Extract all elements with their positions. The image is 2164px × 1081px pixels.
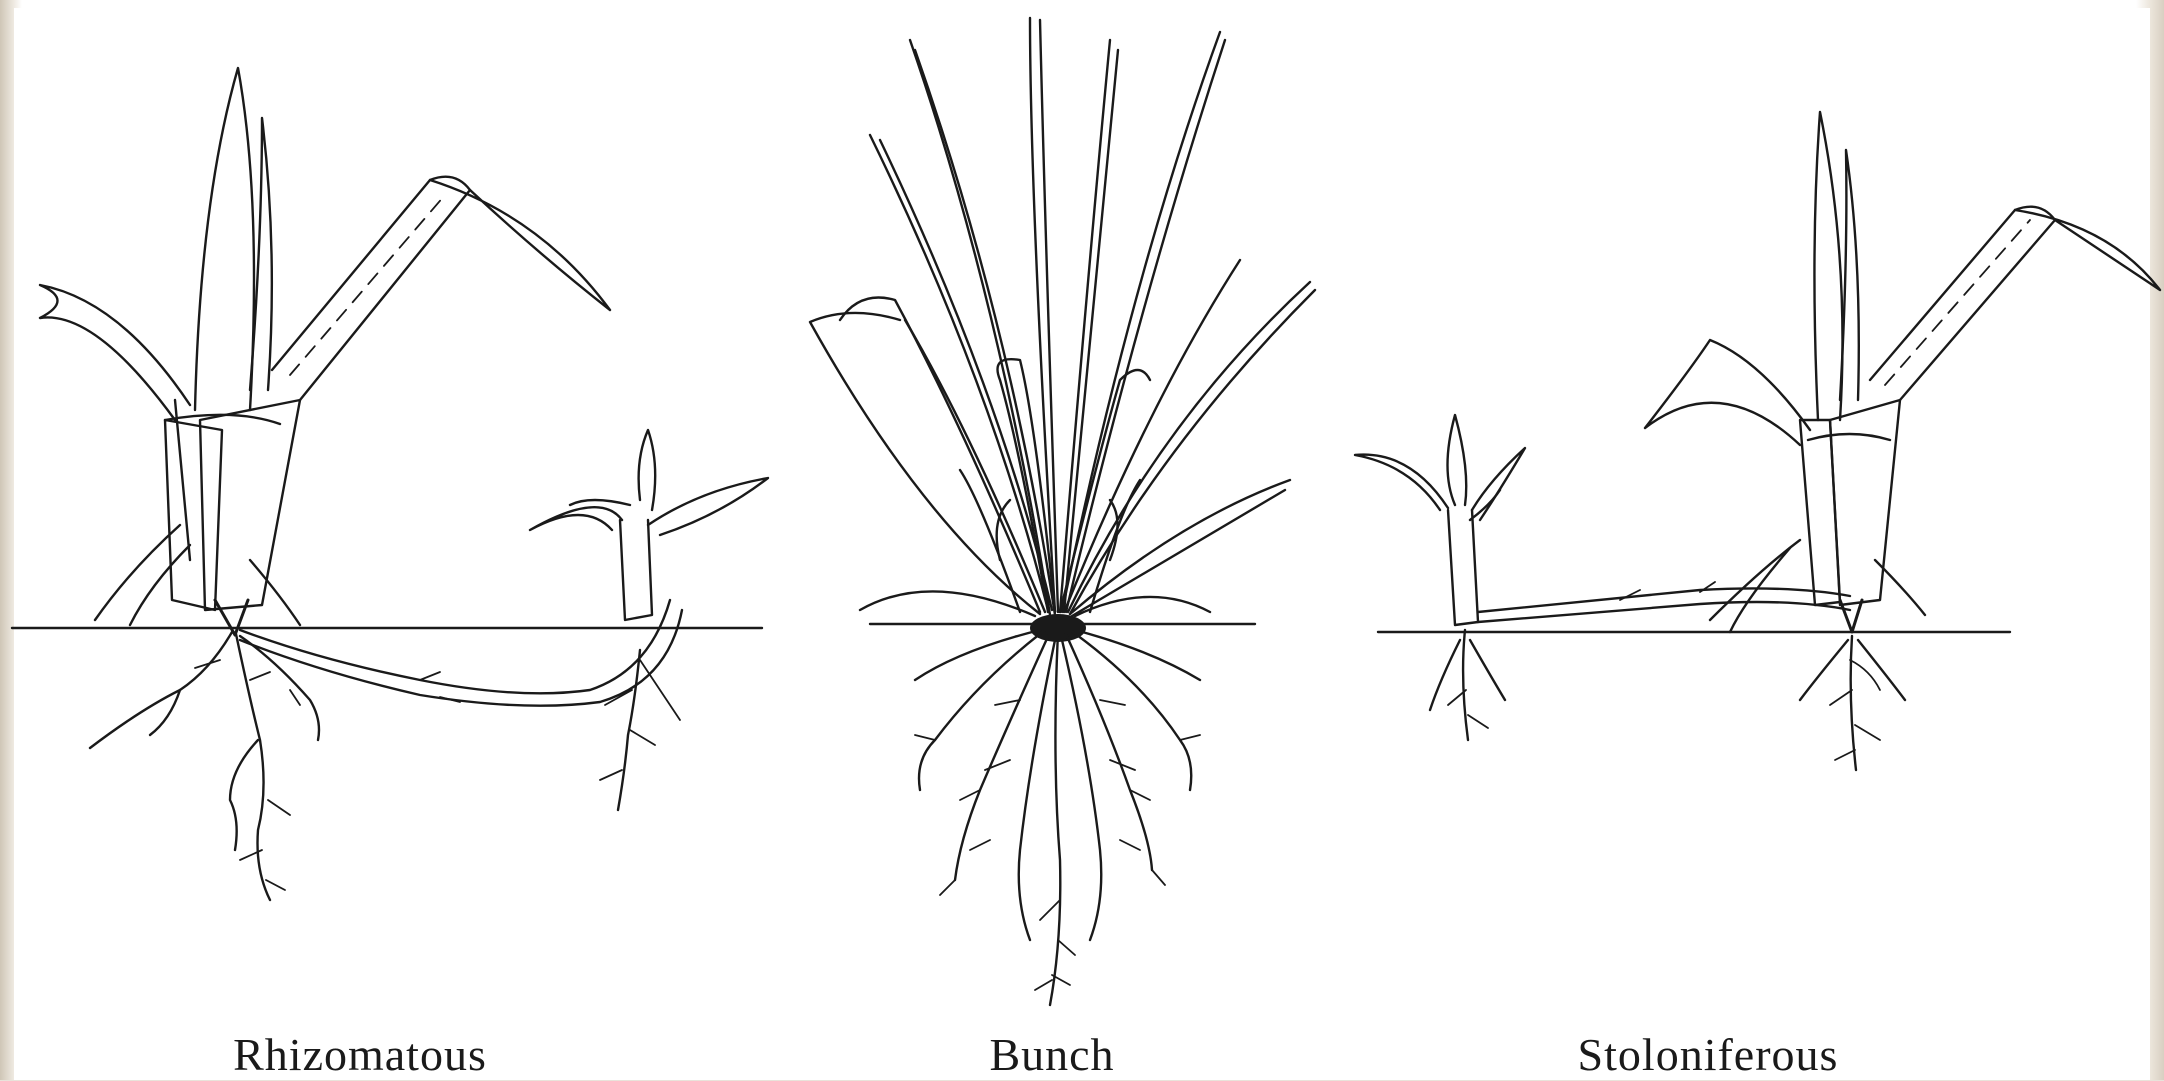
bunch-plant	[810, 18, 1315, 1005]
rhizomatous-label: Rhizomatous	[110, 1028, 610, 1081]
stoloniferous-label: Stoloniferous	[1458, 1028, 1958, 1081]
bunch-label: Bunch	[802, 1028, 1302, 1081]
rhizomatous-plant	[12, 68, 768, 900]
stoloniferous-plant	[1355, 112, 2160, 770]
